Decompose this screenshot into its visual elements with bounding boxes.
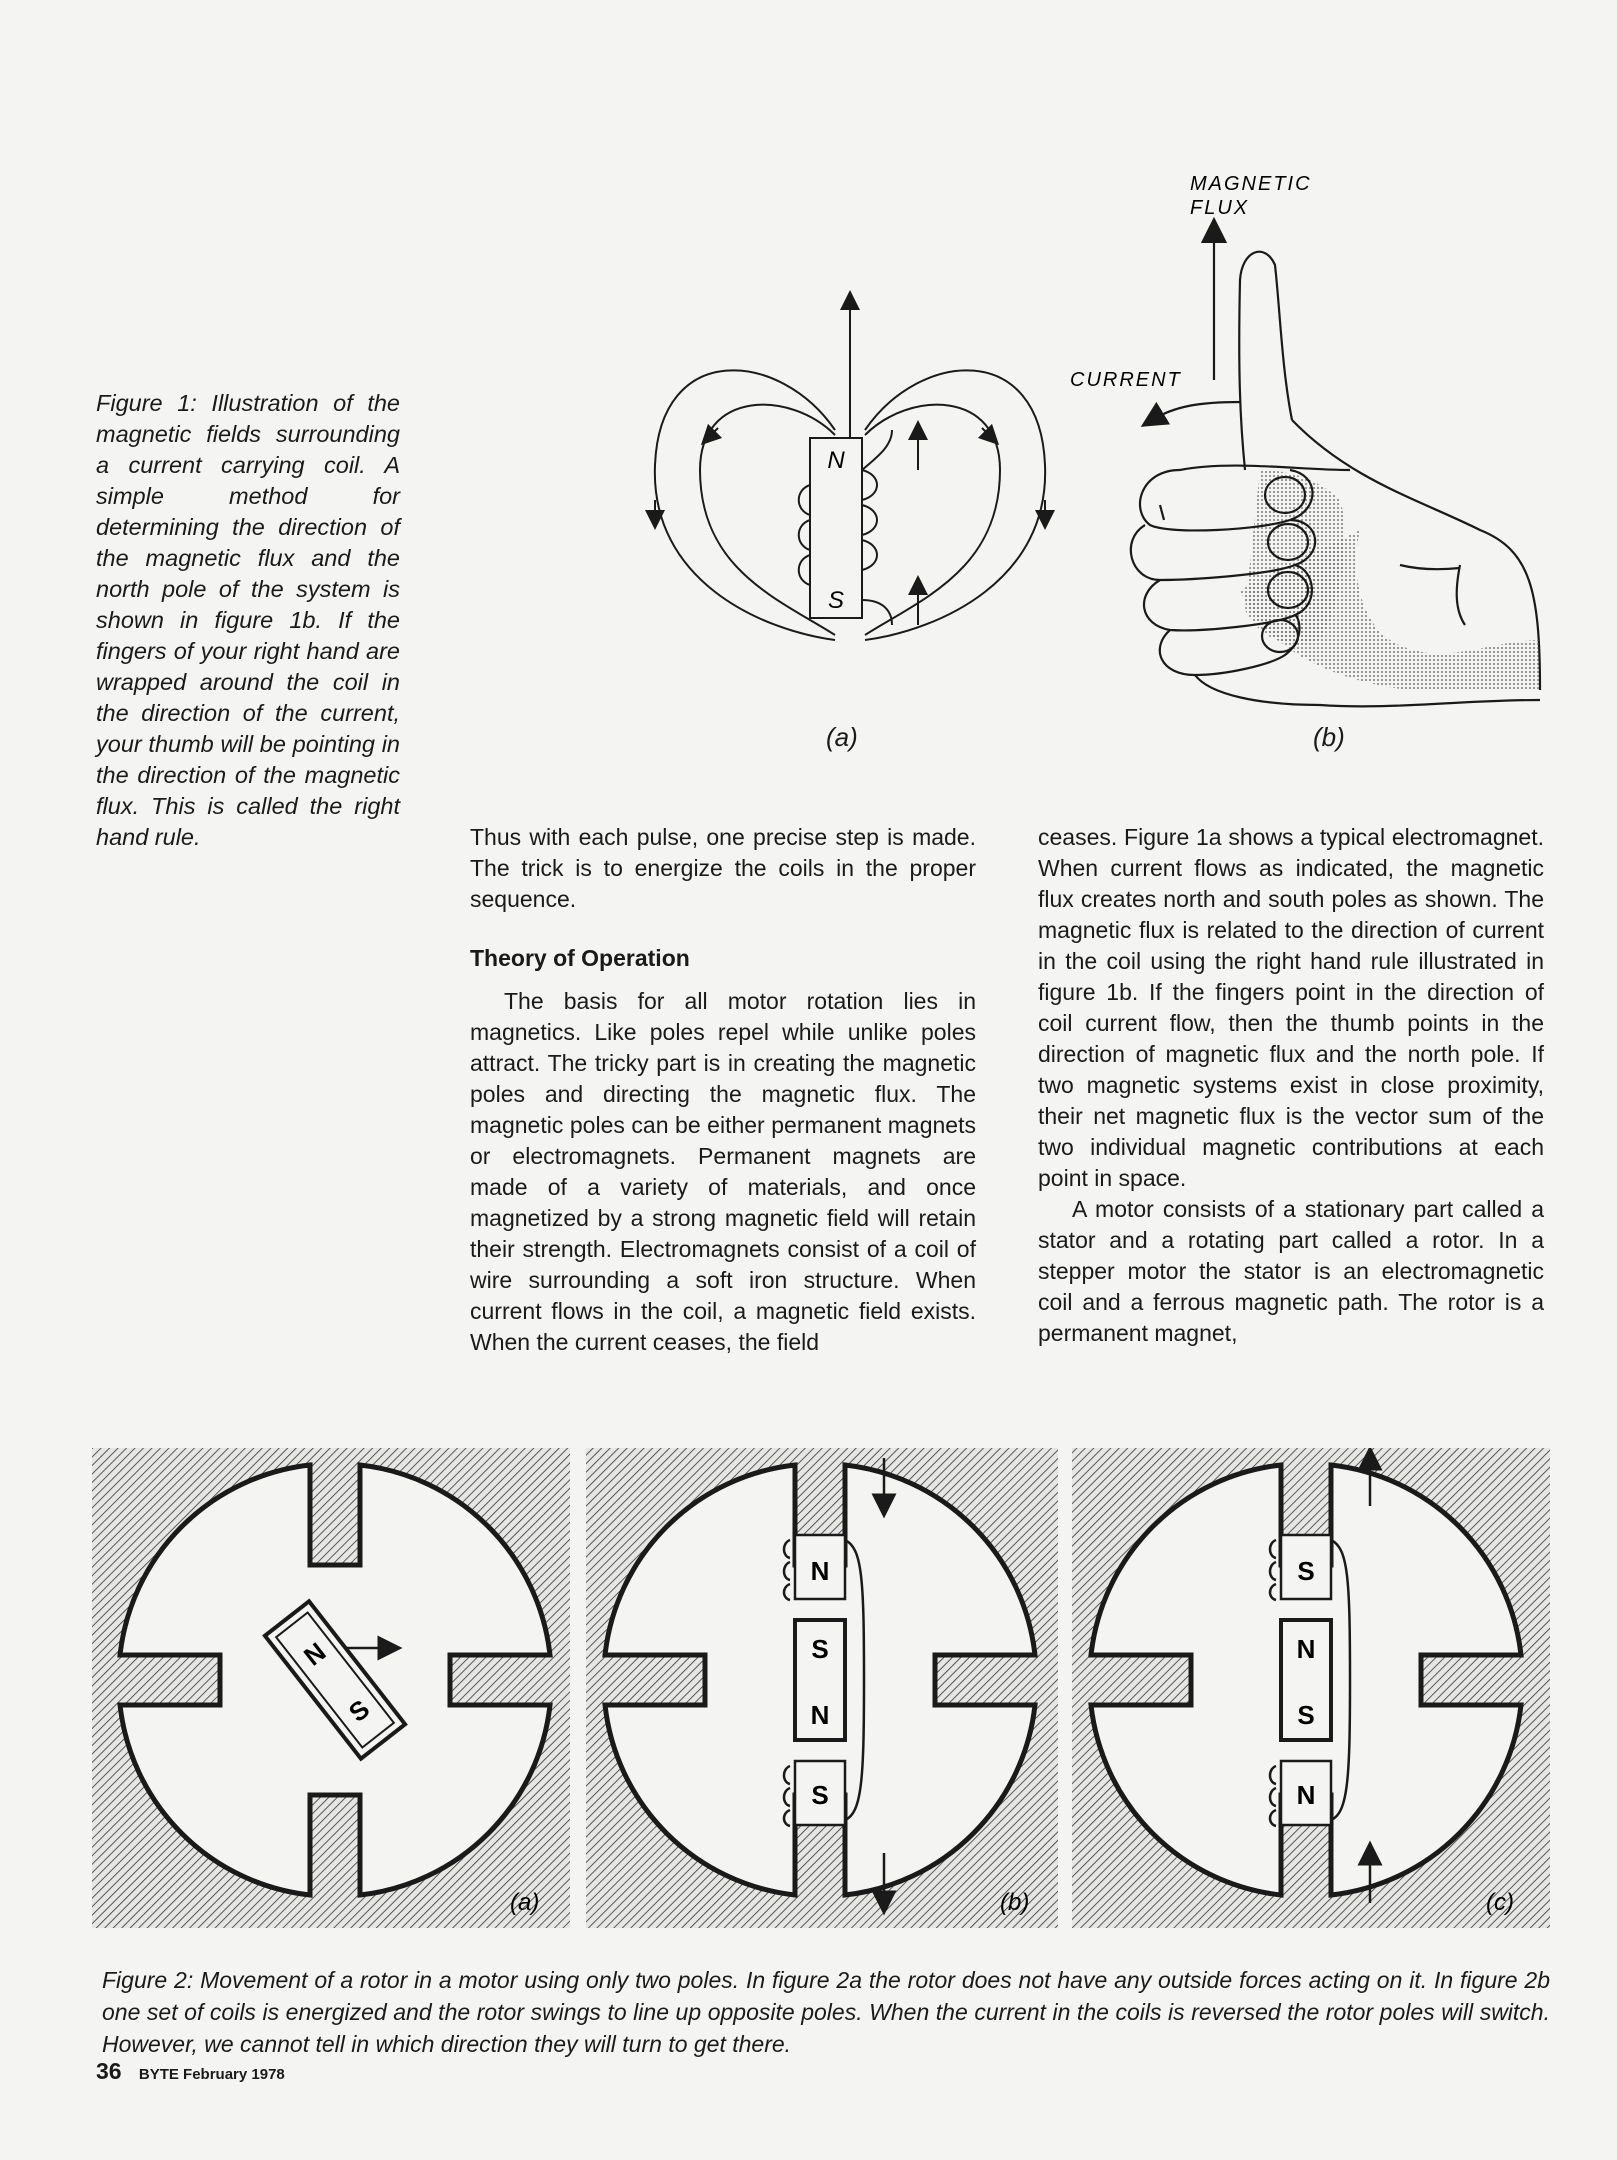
stator-south-label: S	[1297, 1556, 1314, 1586]
figure1a-label: (a)	[826, 722, 858, 752]
rotor-north-label: N	[811, 1700, 830, 1730]
current-label: CURRENT	[1070, 369, 1182, 391]
figure2b-label: (b)	[1000, 1889, 1029, 1916]
rotor-south-label: S	[811, 1634, 828, 1664]
paragraph: The basis for all motor rotation lies in…	[470, 988, 976, 1355]
stator-south-label: S	[811, 1780, 828, 1810]
figure2-rotor-diagram: N S (a) N S N S (b)	[92, 1448, 1550, 1928]
magnetic-flux-label-2: FLUX	[1190, 197, 1249, 219]
figure2c-label: (c)	[1486, 1889, 1514, 1916]
figure1b-right-hand-rule-diagram: MAGNETIC FLUX CURRENT	[1070, 173, 1542, 708]
north-pole-label: N	[827, 447, 845, 474]
page-footer: 36 BYTE February 1978	[96, 2058, 285, 2085]
paragraph: A motor consists of a stationary part ca…	[1038, 1196, 1544, 1346]
south-pole-label: S	[828, 587, 844, 614]
rotor-south-label: S	[1297, 1700, 1314, 1730]
figure2b-panel: N S N S (b)	[586, 1448, 1058, 1928]
stator-north-label: N	[1297, 1780, 1316, 1810]
article-column-right: ceases. Figure 1a shows a typical electr…	[1038, 822, 1544, 1349]
stator-north-label: N	[811, 1556, 830, 1586]
article-column-middle: Thus with each pulse, one precise step i…	[470, 822, 976, 1358]
figure2a-label: (a)	[510, 1889, 539, 1916]
figure2a-panel: N S (a)	[92, 1448, 570, 1928]
figure1b-label: (b)	[1313, 722, 1345, 752]
paragraph: Thus with each pulse, one precise step i…	[470, 824, 976, 912]
publication-name: BYTE February 1978	[138, 2066, 285, 2083]
figure1-caption: Figure 1: Illustration of the magnetic f…	[96, 390, 400, 850]
rotor-north-label: N	[1297, 1634, 1316, 1664]
figure1a-electromagnet-diagram: N S	[645, 290, 1055, 641]
magnetic-flux-label-1: MAGNETIC	[1190, 173, 1312, 195]
paragraph: ceases. Figure 1a shows a typical electr…	[1038, 824, 1544, 1191]
section-heading: Theory of Operation	[470, 945, 690, 971]
figure2-caption: Figure 2: Movement of a rotor in a motor…	[102, 1967, 1550, 2057]
figure2c-panel: S N S N (c)	[1072, 1448, 1550, 1928]
page-number: 36	[96, 2058, 122, 2084]
